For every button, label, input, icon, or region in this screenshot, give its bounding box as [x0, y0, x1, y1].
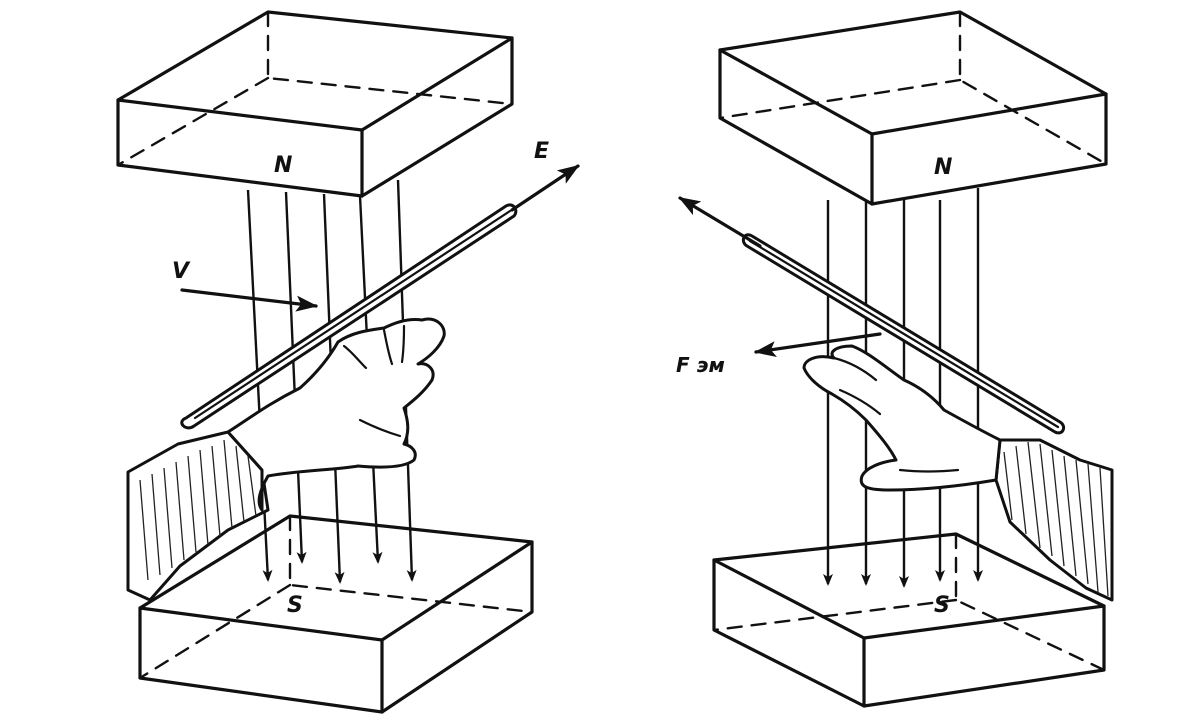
emf-label: E — [534, 139, 549, 164]
left-south-label: S — [287, 593, 303, 618]
left-hand — [226, 317, 446, 512]
right-assembly: N S — [676, 10, 1114, 708]
right-north-label: N — [934, 155, 952, 180]
left-north-label: N — [274, 153, 292, 178]
emf-arrow — [510, 164, 580, 212]
right-sleeve — [994, 438, 1114, 602]
right-hand — [802, 344, 1002, 492]
velocity-arrow — [180, 288, 318, 312]
right-south-label: S — [934, 593, 950, 618]
left-sleeve — [126, 430, 270, 602]
current-arrow — [678, 196, 762, 248]
left-north-magnet: N — [116, 10, 514, 198]
right-north-magnet: N — [718, 10, 1108, 206]
velocity-label: V — [172, 259, 191, 284]
right-south-magnet: S — [712, 532, 1106, 708]
force-label: F эм — [676, 353, 725, 377]
left-assembly: N S — [116, 10, 580, 714]
left-conductor — [180, 203, 518, 430]
force-arrow — [754, 332, 882, 358]
left-south-magnet: S — [138, 514, 534, 714]
